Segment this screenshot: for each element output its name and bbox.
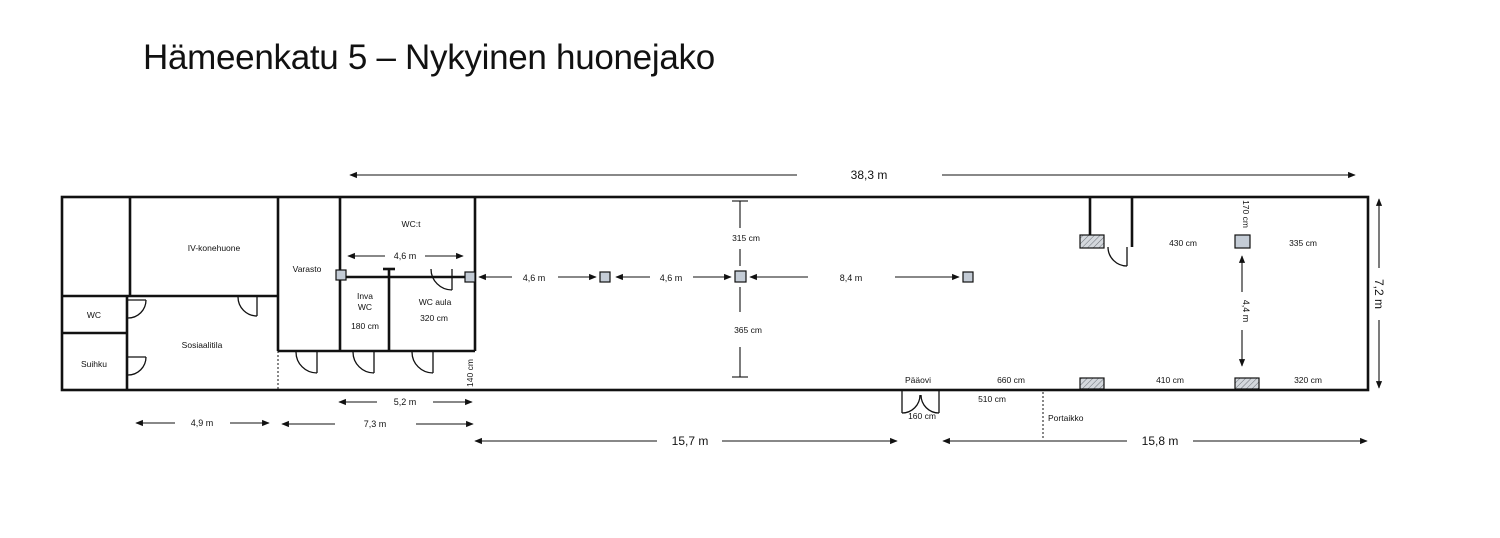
hatched-column bbox=[1079, 377, 1105, 390]
label-paaovi: Pääovi bbox=[905, 375, 931, 385]
door-swing bbox=[127, 356, 147, 376]
room-label-suihku: Suihku bbox=[81, 359, 107, 369]
door-swing bbox=[352, 351, 375, 374]
door-swing bbox=[901, 394, 921, 414]
dim-bottom-320: 320 cm bbox=[1294, 375, 1322, 385]
page-title: Hämeenkatu 5 – Nykyinen huonejako bbox=[143, 38, 715, 77]
dim-49: 4,9 m bbox=[191, 418, 214, 428]
dim-wc-140: 140 cm bbox=[465, 359, 475, 387]
door-swing bbox=[295, 351, 318, 374]
dim-total-length: 38,3 m bbox=[851, 168, 888, 182]
hatched-column bbox=[1234, 377, 1260, 390]
dim-52: 5,2 m bbox=[394, 397, 417, 407]
door-swing bbox=[920, 394, 940, 414]
door-swing bbox=[1107, 246, 1128, 267]
dim-col-gap-1: 4,6 m bbox=[523, 273, 546, 283]
column bbox=[599, 271, 611, 283]
dim-right-side: 335 cm bbox=[1289, 238, 1317, 248]
door-swing bbox=[411, 351, 434, 374]
dim-73: 7,3 m bbox=[364, 419, 387, 429]
wc-aula-size: 320 cm bbox=[420, 313, 448, 323]
dim-door-160: 160 cm bbox=[908, 411, 936, 421]
door-swing bbox=[237, 296, 258, 317]
column bbox=[962, 271, 974, 283]
dim-col-gap-3: 8,4 m bbox=[840, 273, 863, 283]
label-portaikko: Portaikko bbox=[1048, 413, 1084, 423]
room-label-wc-aula: WC aula bbox=[419, 297, 452, 307]
dim-right-vertical: 4,4 m bbox=[1241, 300, 1251, 323]
inva-wc-size: 180 cm bbox=[351, 321, 379, 331]
dim-bottom-660: 660 cm bbox=[997, 375, 1025, 385]
column bbox=[1234, 234, 1251, 249]
column bbox=[335, 269, 347, 281]
room-label-inva-wc: WC bbox=[358, 302, 372, 312]
dim-top-to-col: 315 cm bbox=[732, 233, 760, 243]
room-label-wc-t: WC:t bbox=[402, 219, 422, 229]
room-label-inva: Inva bbox=[357, 291, 373, 301]
room-label-varasto: Varasto bbox=[293, 264, 322, 274]
dim-right-top: 430 cm bbox=[1169, 238, 1197, 248]
dim-right-col-top: 170 cm bbox=[1241, 200, 1251, 228]
outer-wall bbox=[60, 195, 1370, 392]
room-label-iv-konehuone: IV-konehuone bbox=[188, 243, 241, 253]
dim-157: 15,7 m bbox=[672, 434, 709, 448]
dim-col-gap-2: 4,6 m bbox=[660, 273, 683, 283]
room-label-sosiaalitila: Sosiaalitila bbox=[182, 340, 223, 350]
dim-158: 15,8 m bbox=[1142, 434, 1179, 448]
dim-col-to-bottom: 365 cm bbox=[734, 325, 762, 335]
column bbox=[464, 271, 476, 283]
column bbox=[734, 270, 747, 283]
dim-wc-width: 4,6 m bbox=[394, 251, 417, 261]
dim-bottom-510: 510 cm bbox=[978, 394, 1006, 404]
room-label-wc: WC bbox=[87, 310, 101, 320]
dim-bottom-410: 410 cm bbox=[1156, 375, 1184, 385]
door-swing bbox=[127, 299, 147, 319]
door-swing bbox=[430, 268, 453, 291]
dim-total-width: 7,2 m bbox=[1372, 279, 1386, 309]
hatched-column bbox=[1079, 234, 1105, 249]
